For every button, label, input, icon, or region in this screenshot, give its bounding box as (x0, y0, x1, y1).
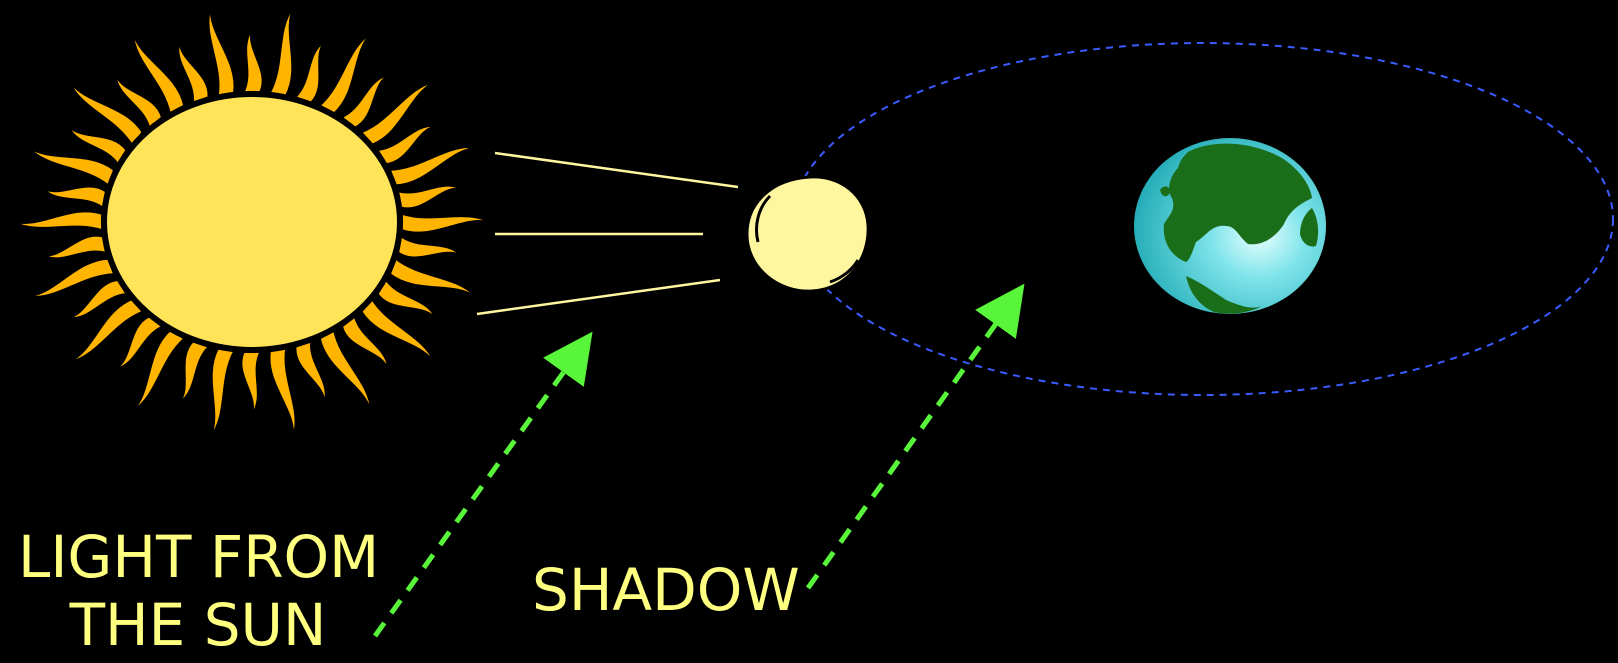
arrow-shadow (808, 304, 1010, 588)
sun-ray (209, 7, 235, 95)
sun-ray (242, 352, 260, 414)
sun-ray (179, 341, 208, 402)
sun-ray (270, 7, 293, 95)
sun-ray (402, 214, 490, 232)
earth-icon (1134, 138, 1326, 314)
sun-ray (14, 212, 102, 230)
light-from-sun-label: LIGHT FROM THE SUN (18, 523, 378, 659)
sun-ray (28, 147, 113, 185)
sun-ray (43, 187, 105, 208)
shadow-label: SHADOW (532, 556, 800, 624)
sun-ray (178, 42, 208, 103)
sun-ray (244, 30, 262, 92)
light-label-line1: LIGHT FROM (18, 523, 378, 591)
sun-ray (43, 236, 105, 258)
sun-ray (270, 349, 296, 437)
sun-ray (398, 237, 460, 258)
sun-ray (211, 349, 234, 437)
light-label-line2: THE SUN (18, 591, 378, 659)
light-beam-bottom (477, 280, 720, 314)
light-beam-top (495, 153, 738, 187)
sun-ray (296, 341, 326, 402)
sun-ray (390, 259, 475, 297)
light-beams (477, 153, 738, 314)
sun-ray (296, 42, 325, 103)
sun-icon (104, 94, 400, 350)
moon-icon (747, 177, 868, 291)
sun-ray (398, 186, 460, 208)
